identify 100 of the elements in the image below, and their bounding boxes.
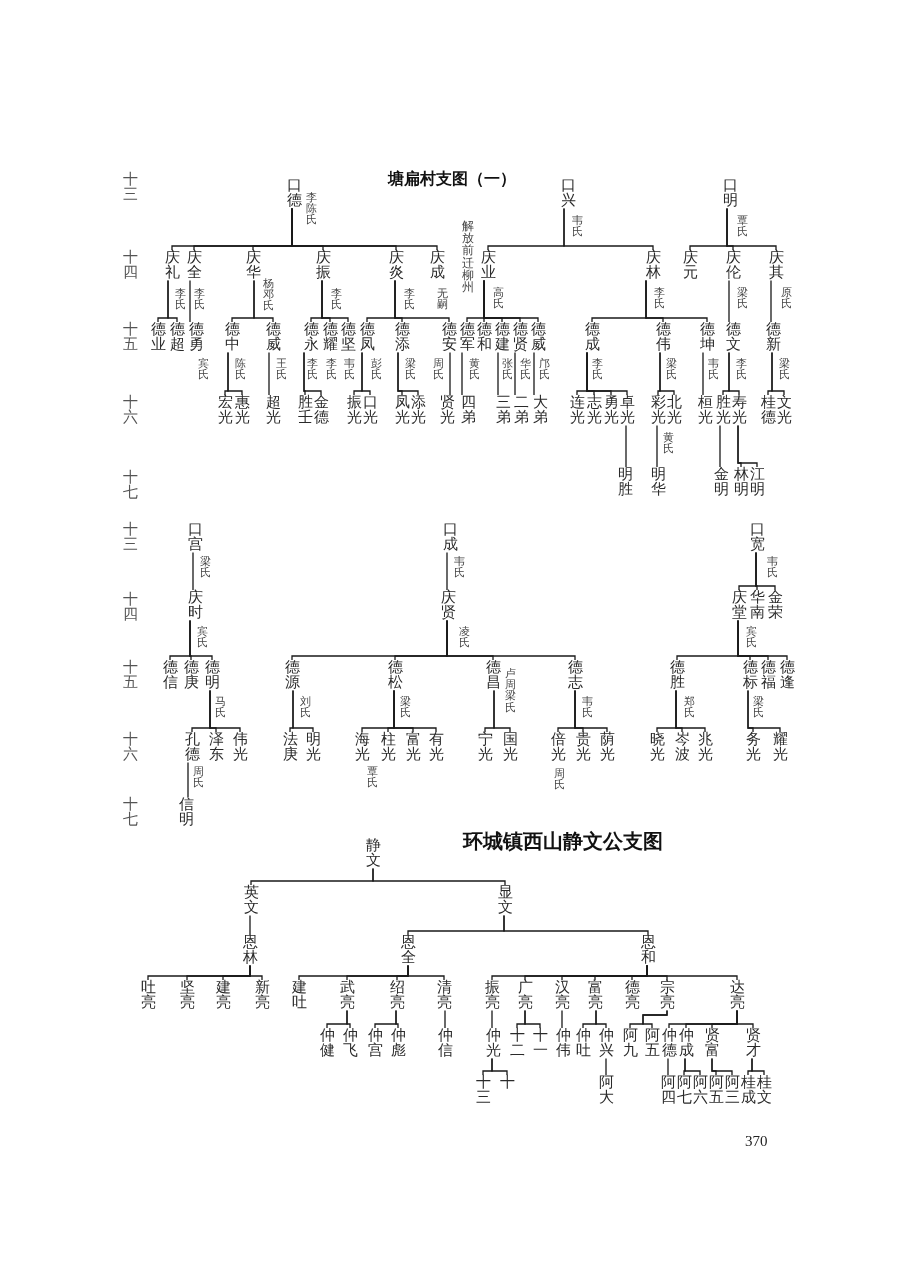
person-name: 德庚 bbox=[182, 660, 200, 691]
person-name: 口宫 bbox=[186, 522, 204, 553]
side-note: 陈氏 bbox=[233, 358, 247, 381]
connector-line bbox=[449, 351, 451, 396]
person-name: 明胜 bbox=[616, 467, 634, 498]
side-note: 韦氏 bbox=[580, 696, 594, 719]
person-name: 德文 bbox=[724, 322, 742, 353]
person-name: 口宽 bbox=[748, 522, 766, 553]
person-name: 孔德 bbox=[183, 732, 201, 763]
person-name: 德业 bbox=[149, 322, 167, 353]
person-name: 金明 bbox=[712, 467, 730, 498]
person-name: 彩光 bbox=[649, 395, 667, 426]
person-name: 金德 bbox=[312, 395, 330, 426]
connector-line bbox=[667, 1057, 669, 1076]
connector-line bbox=[646, 964, 738, 981]
connector-line bbox=[755, 551, 776, 591]
person-name: 三弟 bbox=[494, 395, 512, 426]
connector-line bbox=[642, 1009, 668, 1029]
side-note: 梁氏 bbox=[735, 287, 749, 310]
person-name: 庆振 bbox=[314, 250, 332, 281]
generation-label: 十三 bbox=[121, 172, 139, 203]
person-name: 胜光 bbox=[714, 395, 732, 426]
person-name: 有光 bbox=[427, 732, 445, 763]
connector-line bbox=[586, 351, 628, 396]
person-name: 四弟 bbox=[459, 395, 477, 426]
person-name: 恩和 bbox=[639, 935, 657, 966]
connector-line bbox=[711, 1057, 733, 1076]
person-name: 金荣 bbox=[766, 590, 784, 621]
generation-label: 十四 bbox=[121, 592, 139, 623]
person-name: 德建 bbox=[493, 322, 511, 353]
side-note: 黄氏 bbox=[467, 358, 481, 381]
connector-line bbox=[393, 689, 437, 733]
connector-line bbox=[407, 964, 445, 981]
person-name: 汉亮 bbox=[553, 980, 571, 1011]
person-name: 仲伟 bbox=[554, 1028, 572, 1059]
person-name: 贵光 bbox=[574, 732, 592, 763]
person-name: 静文 bbox=[364, 838, 382, 869]
connector-line bbox=[645, 279, 708, 323]
chart-heading: 环城镇西山静文公支图 bbox=[463, 830, 663, 852]
person-name: 仲宫 bbox=[366, 1028, 384, 1059]
connector-line bbox=[625, 424, 627, 468]
connector-line bbox=[483, 279, 539, 323]
person-name: 建亮 bbox=[214, 980, 232, 1011]
person-name: 庆礼 bbox=[163, 250, 181, 281]
connector-line bbox=[491, 1009, 493, 1029]
generation-label: 十七 bbox=[121, 470, 139, 501]
person-name: 倍光 bbox=[549, 732, 567, 763]
side-note: 覃氏 bbox=[735, 215, 749, 238]
person-name: 阿六 bbox=[691, 1075, 709, 1106]
person-name: 宁光 bbox=[476, 732, 494, 763]
person-name: 信明 bbox=[177, 797, 195, 828]
person-name: 华南 bbox=[748, 590, 766, 621]
side-note: 梁氏 bbox=[777, 358, 791, 381]
connector-line bbox=[268, 351, 270, 396]
connector-line bbox=[770, 279, 772, 323]
person-name: 德威 bbox=[264, 322, 282, 353]
side-note: 宾氏 bbox=[195, 626, 209, 649]
connector-line bbox=[533, 351, 535, 396]
side-note: 李氏 bbox=[402, 288, 416, 311]
side-note: 马氏 bbox=[213, 696, 227, 719]
person-name: 德耀 bbox=[321, 322, 339, 353]
person-name: 岑波 bbox=[673, 732, 691, 763]
person-name: 仲吐 bbox=[574, 1028, 592, 1059]
person-name: 胜壬 bbox=[296, 395, 314, 426]
person-name: 泽东 bbox=[207, 732, 225, 763]
person-name: 达亮 bbox=[728, 980, 746, 1011]
note: 解放前迁柳州 bbox=[461, 220, 475, 294]
generation-label: 十六 bbox=[121, 395, 139, 426]
person-name: 清亮 bbox=[435, 980, 453, 1011]
person-name: 口明 bbox=[721, 178, 739, 209]
person-name: 海光 bbox=[353, 732, 371, 763]
person-name: 德伟 bbox=[654, 322, 672, 353]
person-name: 阿大 bbox=[597, 1075, 615, 1106]
connector-line bbox=[446, 551, 448, 591]
person-name: 富亮 bbox=[586, 980, 604, 1011]
side-note: 梁氏 bbox=[751, 696, 765, 719]
connector-line bbox=[524, 1009, 541, 1029]
person-name: 连光 bbox=[568, 395, 586, 426]
person-name: 阿三 bbox=[723, 1075, 741, 1106]
person-name: 恩林 bbox=[241, 935, 259, 966]
person-name: 法庚 bbox=[281, 732, 299, 763]
person-name: 仲彪 bbox=[389, 1028, 407, 1059]
person-name: 庆堂 bbox=[730, 590, 748, 621]
person-name: 绍亮 bbox=[388, 980, 406, 1011]
person-name: 德超 bbox=[168, 322, 186, 353]
connector-line bbox=[361, 351, 371, 396]
connector-line bbox=[726, 207, 777, 251]
person-name: 富光 bbox=[404, 732, 422, 763]
person-name: 志光 bbox=[585, 395, 603, 426]
connector-line bbox=[397, 351, 419, 396]
person-name: 振亮 bbox=[483, 980, 501, 1011]
person-name: 德明 bbox=[203, 660, 221, 691]
chart-title: 塘扁村支图（一） bbox=[388, 170, 516, 188]
person-name: 德坤 bbox=[698, 322, 716, 353]
connector-line bbox=[684, 1057, 701, 1076]
side-note: 周氏 bbox=[431, 358, 445, 381]
person-name: 德贤 bbox=[511, 322, 529, 353]
connector-line bbox=[372, 867, 506, 886]
connector-line bbox=[189, 279, 191, 323]
person-name: 仲德 bbox=[660, 1028, 678, 1059]
